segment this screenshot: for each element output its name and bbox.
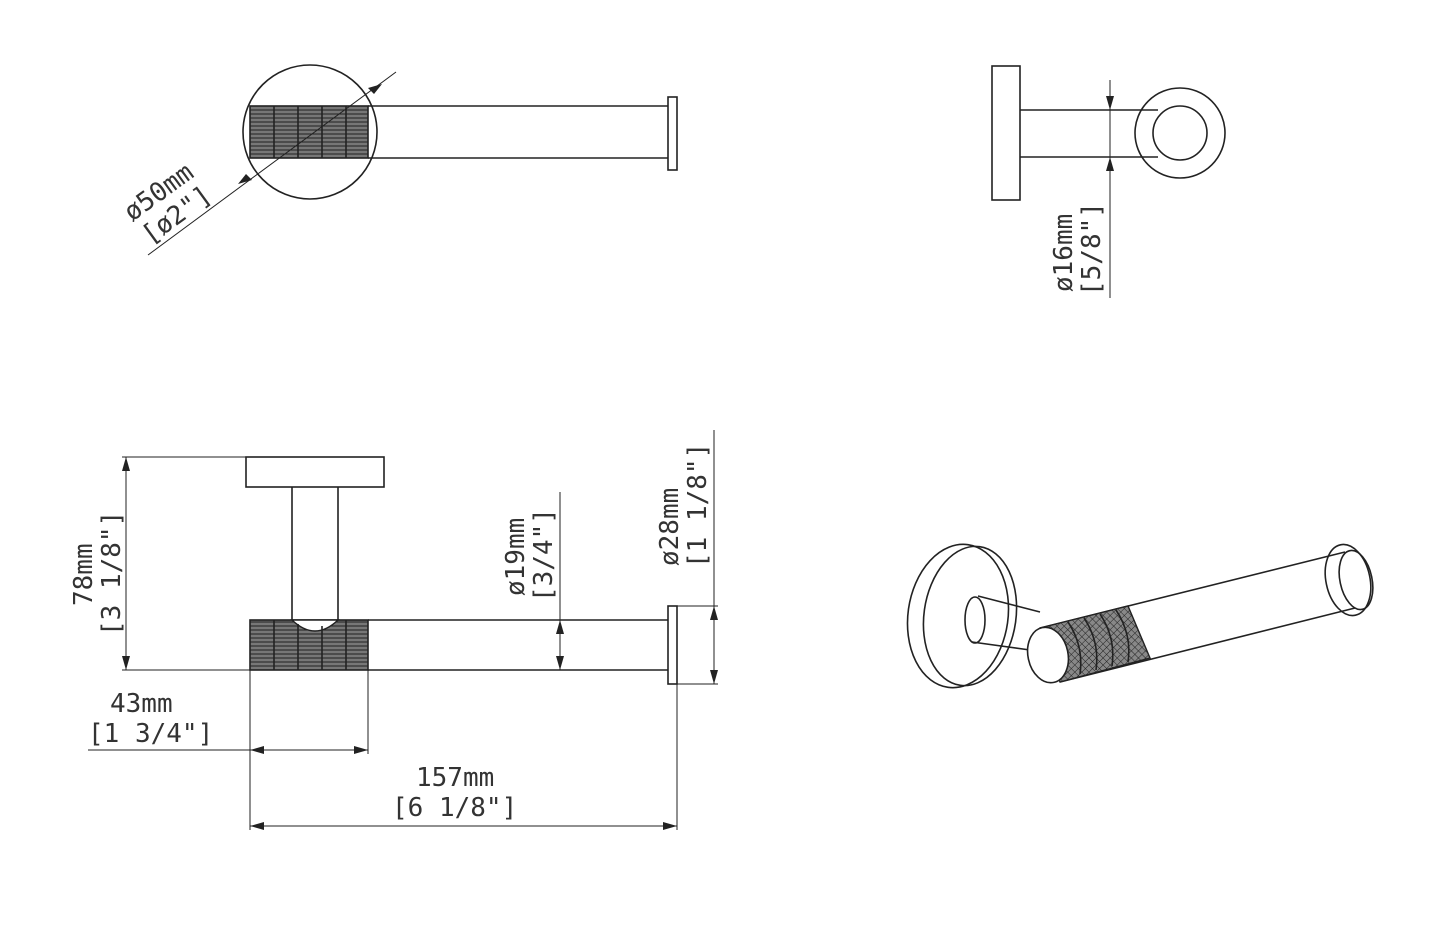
- wall-plate-face: [906, 543, 1010, 689]
- bar-end-face: [1026, 626, 1070, 684]
- arrow-head: [663, 822, 677, 830]
- end-cap-inner: [1338, 549, 1374, 611]
- front-view: 78mm [3 1/8"] ø19mm [3/4"] ø28mm [1 1/8"…: [69, 430, 718, 830]
- height-mm-label: 78mm: [69, 543, 99, 606]
- knurl-ring: [1083, 617, 1098, 671]
- bar-end-outer: [1134, 87, 1226, 179]
- knurl-ring: [1115, 609, 1130, 663]
- arrow-head: [354, 746, 368, 754]
- total-len-mm-label: 157mm: [416, 763, 494, 793]
- height-in-label: [3 1/8"]: [97, 511, 127, 636]
- rod-dia-mm-label: ø16mm: [1049, 214, 1079, 292]
- bar-end-inner: [1152, 105, 1208, 161]
- knurl-ring: [1067, 621, 1082, 675]
- post-joint: [290, 619, 340, 632]
- arrow-head: [1106, 157, 1114, 171]
- wall-plate-outline: [242, 64, 378, 200]
- end-cap-outer: [1324, 543, 1372, 617]
- rod-dia-in-label: [5/8"]: [1077, 202, 1107, 296]
- arrow-head: [122, 457, 130, 471]
- arrow-head: [250, 822, 264, 830]
- knurl-grip: [249, 105, 369, 159]
- arrow-head: [368, 84, 382, 94]
- arrow-head: [238, 174, 252, 184]
- knurl-len-mm-label: 43mm: [110, 689, 173, 719]
- cap-dia-in-label: [1 1/8"]: [683, 443, 713, 568]
- arrow-head: [710, 606, 718, 620]
- post-top-edge: [977, 595, 1041, 613]
- bar-dia-mm-label: ø19mm: [501, 518, 531, 596]
- arrow-head: [556, 656, 564, 670]
- knurl-ring: [1099, 613, 1114, 667]
- end-cap: [667, 605, 678, 685]
- wall-plate-side: [991, 65, 1021, 201]
- arrow-head: [250, 746, 264, 754]
- post-base: [964, 596, 986, 644]
- arrow-head: [710, 670, 718, 684]
- end-view: ø16mm [5/8"]: [991, 65, 1226, 298]
- arrow-head: [556, 620, 564, 634]
- total-len-in-label: [6 1/8"]: [392, 793, 517, 823]
- arrow-head: [1106, 96, 1114, 110]
- wall-plate: [245, 456, 385, 488]
- cap-dia-mm-label: ø28mm: [655, 488, 685, 566]
- wall-plate-edge: [922, 545, 1018, 687]
- perspective-view: [906, 543, 1374, 689]
- knurl-len-in-label: [1 3/4"]: [88, 719, 213, 749]
- diameter-leader: [147, 71, 397, 256]
- bar-lower-edge: [1059, 607, 1356, 683]
- post-bottom-edge: [971, 641, 1031, 651]
- bar-dia-in-label: [3/4"]: [529, 508, 559, 602]
- top-view: ø50mm [ø2"]: [118, 64, 678, 256]
- knurl-grip: [249, 619, 369, 671]
- end-cap: [667, 96, 678, 171]
- arrow-head: [122, 656, 130, 670]
